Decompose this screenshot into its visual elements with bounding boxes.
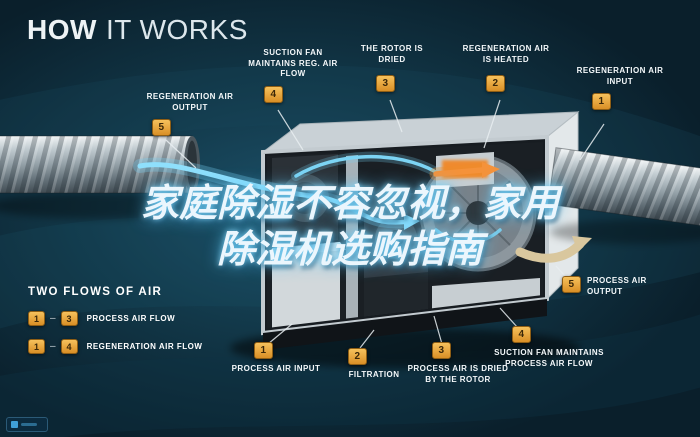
badge-row: 3 — [402, 342, 514, 359]
step-badge: 4 — [60, 339, 78, 354]
step-badge: 3 — [376, 75, 395, 93]
badge-row: 4 — [494, 326, 604, 343]
badge-row: 2 — [460, 75, 552, 93]
step-badge: 1 — [254, 342, 273, 359]
badge-row: 3 — [350, 75, 434, 93]
unit-interior — [267, 142, 543, 328]
step-badge: 2 — [348, 348, 367, 365]
callout-label: PROCESS AIR IS DRIED BY THE ROTOR — [407, 364, 509, 384]
callout-suction-fan-reg: SUCTION FAN MAINTAINS REG. AIR FLOW 4 — [240, 48, 346, 103]
step-badge: 4 — [512, 326, 531, 343]
callout-label: REGENERATION AIR OUTPUT — [146, 92, 234, 112]
callout-label: PROCESS AIR OUTPUT — [587, 276, 647, 296]
step-badge: 1 — [28, 311, 45, 326]
callout-rotor-dried: THE ROTOR IS DRIED 3 — [350, 44, 434, 93]
page-title: HOW IT WORKS — [27, 14, 248, 46]
callout-process-air-output: 5 PROCESS AIR OUTPUT — [562, 276, 680, 297]
range-dash: – — [50, 340, 56, 352]
overlay-headline-line1: 家庭除湿不容忽视，家用 — [140, 183, 559, 225]
legend-heading: TWO FLOWS OF AIR — [28, 286, 163, 298]
title-word-it-works: IT WORKS — [105, 14, 248, 45]
step-badge: 2 — [486, 75, 505, 93]
step-badge: 3 — [60, 311, 78, 326]
step-badge: 5 — [152, 119, 171, 137]
callout-suction-fan-process: 4 SUCTION FAN MAINTAINS PROCESS AIR FLOW — [494, 326, 604, 369]
legend-two-flows: TWO FLOWS OF AIR 1 – 3 PROCESS AIR FLOW … — [28, 286, 202, 354]
legend-label: PROCESS AIR FLOW — [86, 314, 176, 323]
step-badge: 5 — [562, 276, 581, 293]
badge-row: 4 — [240, 85, 346, 103]
title-word-how: HOW — [27, 14, 97, 45]
step-badge: 1 — [28, 339, 45, 354]
badge-row: 5 — [138, 119, 242, 137]
step-badge: 3 — [432, 342, 451, 359]
watermark-icon — [11, 421, 18, 428]
right-duct — [547, 147, 700, 230]
badge-row: 1 — [572, 93, 668, 111]
callout-label: REGENERATION AIR INPUT — [576, 66, 664, 86]
corner-watermark — [6, 417, 48, 432]
callout-label: PROCESS AIR INPUT — [231, 364, 321, 373]
step-badge: 1 — [592, 93, 611, 111]
callout-filtration: 2 FILTRATION — [330, 348, 418, 381]
callout-process-dried-by-rotor: 3 PROCESS AIR IS DRIED BY THE ROTOR — [402, 342, 514, 385]
overlay-headline: 家庭除湿不容忽视，家用 除湿机选购指南 — [0, 181, 700, 274]
callout-regeneration-air-output: REGENERATION AIR OUTPUT 5 — [138, 92, 242, 137]
callout-label: SUCTION FAN MAINTAINS REG. AIR FLOW — [248, 48, 338, 79]
range-dash: – — [50, 312, 56, 324]
legend-row-regeneration: 1 – 4 REGENERATION AIR FLOW — [28, 339, 202, 354]
badge-row: 1 — [228, 342, 324, 359]
badge-row: 2 — [330, 348, 418, 365]
process-output-arrow — [515, 239, 585, 263]
legend-label: REGENERATION AIR FLOW — [86, 342, 203, 351]
callout-label: FILTRATION — [348, 370, 400, 379]
step-badge: 4 — [264, 85, 283, 103]
callout-regeneration-air-input: REGENERATION AIR INPUT 1 — [572, 66, 668, 111]
overlay-headline-line2: 除湿机选购指南 — [216, 229, 483, 272]
watermark-bar — [21, 423, 37, 426]
callout-process-air-input: 1 PROCESS AIR INPUT — [228, 342, 324, 375]
callout-label: SUCTION FAN MAINTAINS PROCESS AIR FLOW — [494, 348, 604, 368]
callout-regeneration-heated: REGENERATION AIR IS HEATED 2 — [460, 44, 552, 93]
airflow-arrows — [133, 151, 592, 263]
legend-row-process: 1 – 3 PROCESS AIR FLOW — [28, 311, 202, 326]
callout-label: REGENERATION AIR IS HEATED — [462, 44, 550, 64]
callout-label: THE ROTOR IS DRIED — [360, 44, 424, 64]
